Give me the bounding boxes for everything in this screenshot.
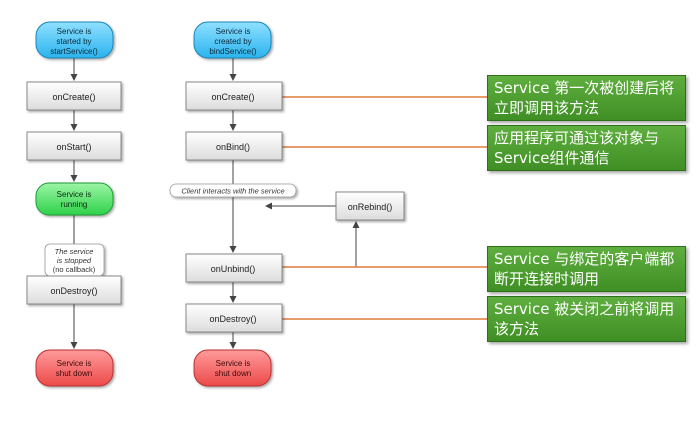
callout-onbind-line-1: 应用程序可通过该对象与 (494, 129, 660, 147)
left-oncreate-box: onCreate() (26, 81, 122, 111)
left-ondestroy-box: onDestroy() (26, 275, 122, 305)
running-line-1: Service is (57, 190, 92, 199)
onbind-label: onBind() (216, 142, 250, 152)
bind-start-line-1: Service is (216, 27, 251, 36)
onunbind-label: onUnbind() (211, 264, 256, 274)
client-interacts-label: Client interacts with the service (181, 187, 284, 196)
started-by-startservice-node: Service is started by startService() (35, 21, 114, 59)
running-line-2: running (61, 200, 88, 209)
left-shutdown-line-2: shut down (56, 369, 92, 378)
callout-onbind-line-2: Service组件通信 (494, 149, 610, 167)
callout-onunbind: Service 与绑定的客户端都 断开连接时调用 (487, 246, 686, 292)
right-shutdown-line-2: shut down (215, 369, 251, 378)
left-oncreate-label: onCreate() (52, 92, 95, 102)
callout-onbind: 应用程序可通过该对象与 Service组件通信 (487, 125, 686, 171)
client-interacts-note: Client interacts with the service (169, 183, 297, 198)
stopped-line-2: is stopped (57, 256, 92, 265)
service-stopped-note: The service is stopped (no callback) (44, 243, 105, 277)
callout-ondestroy-line-1: Service 被关闭之前将调用 (494, 300, 675, 318)
left-shut-down-node: Service is shut down (35, 349, 114, 387)
callout-connectors (282, 96, 487, 320)
callout-oncreate-line-2: 立即调用该方法 (494, 99, 600, 117)
right-oncreate-label: onCreate() (211, 92, 254, 102)
service-running-node: Service is running (35, 182, 114, 216)
callout-oncreate: Service 第一次被创建后将 立即调用该方法 (487, 75, 686, 121)
bind-start-line-2: created by (214, 37, 251, 46)
onbind-box: onBind() (185, 131, 283, 161)
onstart-label: onStart() (56, 142, 91, 152)
right-shut-down-node: Service is shut down (193, 349, 272, 387)
callout-oncreate-line-1: Service 第一次被创建后将 (494, 79, 675, 97)
left-ondestroy-label: onDestroy() (50, 286, 97, 296)
bind-start-line-3: bindService() (209, 47, 256, 56)
onunbind-box: onUnbind() (185, 253, 283, 283)
callout-onunbind-line-1: Service 与绑定的客户端都 (494, 250, 675, 268)
callout-ondestroy-line-2: 该方法 (494, 320, 540, 338)
start-line-2: started by (56, 37, 91, 46)
stopped-line-3: (no callback) (53, 265, 96, 274)
onrebind-box: onRebind() (335, 191, 405, 221)
stopped-line-1: The service (55, 247, 94, 256)
onstart-box: onStart() (26, 131, 122, 161)
left-shutdown-line-1: Service is (57, 359, 92, 368)
right-ondestroy-label: onDestroy() (209, 314, 256, 324)
right-oncreate-box: onCreate() (185, 81, 283, 111)
right-shutdown-line-1: Service is (216, 359, 251, 368)
start-line-3: startService() (50, 47, 98, 56)
right-ondestroy-box: onDestroy() (185, 303, 283, 333)
created-by-bindservice-node: Service is created by bindService() (193, 21, 272, 59)
callout-ondestroy: Service 被关闭之前将调用 该方法 (487, 296, 686, 342)
onrebind-label: onRebind() (348, 202, 393, 212)
callout-onunbind-line-2: 断开连接时调用 (494, 270, 600, 288)
start-line-1: Service is (57, 27, 92, 36)
